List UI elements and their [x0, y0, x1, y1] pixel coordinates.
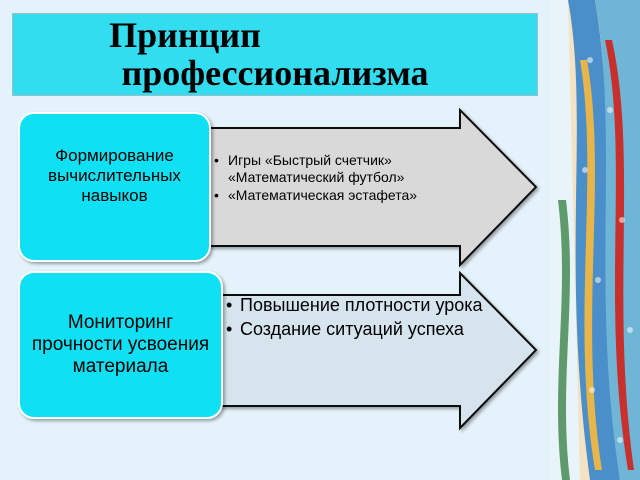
title-line-2: профессионализма	[121, 53, 429, 93]
decorative-ribbon-border	[550, 0, 640, 480]
row-2-label-box: Мониторинг прочности усвоения материала	[18, 271, 223, 419]
list-item: «Математическая эстафета»	[214, 187, 479, 204]
row-1-label-box: Формирование вычислительных навыков	[18, 112, 211, 262]
list-item: Игры «Быстрый счетчик» «Математический ф…	[214, 152, 479, 186]
title-banner: Принцип профессионализма	[12, 13, 538, 96]
row-1-label: Формирование вычислительных навыков	[48, 146, 181, 205]
list-item: Повышение плотности урока	[226, 295, 486, 316]
row-2-bullet-list: Повышение плотности урока Создание ситуа…	[226, 295, 486, 343]
row-2-label: Мониторинг прочности усвоения материала	[31, 312, 210, 377]
slide-title: Принцип профессионализма	[13, 16, 537, 92]
list-item: Создание ситуаций успеха	[226, 319, 486, 340]
row-1-bullet-list: Игры «Быстрый счетчик» «Математический ф…	[214, 152, 479, 205]
title-line-1: Принцип	[109, 15, 261, 55]
